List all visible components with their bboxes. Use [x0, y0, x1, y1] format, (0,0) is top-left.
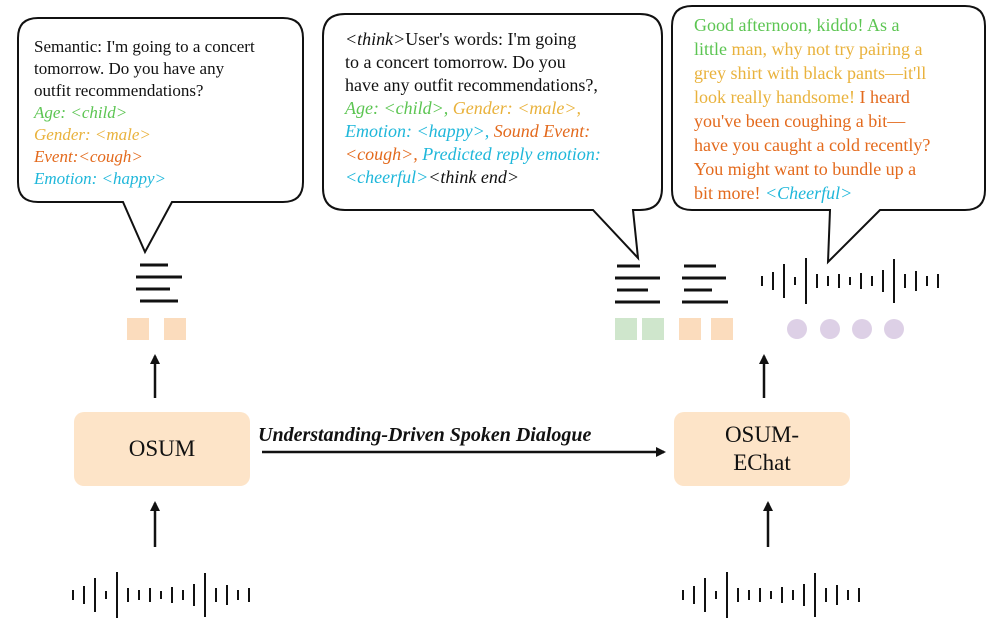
token-square — [615, 318, 637, 340]
osum-echat-label-2: EChat — [733, 450, 791, 475]
bubble-middle-line-3: have any outfit recommendations?, — [345, 75, 598, 95]
speech-bubble-middle — [322, 13, 663, 261]
token-square — [127, 318, 149, 340]
waveform-input-left-icon — [72, 572, 250, 618]
bubble-right-line-1: Good afternoon, kiddo! As a — [694, 15, 900, 35]
speech-bubble-right — [671, 5, 986, 265]
osum-echat-label-1: OSUM- — [724, 422, 800, 447]
predicted-emotion-tag: Predicted reply emotion: — [417, 144, 601, 164]
think-tag: <think> — [345, 29, 406, 49]
token-square — [642, 318, 664, 340]
bubble-middle-line-4: Age: <child>, Gender: <male>, — [345, 97, 581, 119]
heard-phrase: I heard — [854, 87, 910, 107]
sound-event-tag: Sound Event: — [489, 121, 591, 141]
bubble-left-event: Event:<cough> — [34, 147, 143, 166]
text-lines-icon-left — [136, 263, 182, 303]
speech-token-dot — [852, 319, 872, 339]
cheerful-tag: <cheerful> — [345, 167, 429, 187]
think-end-tag: <think end> — [428, 167, 520, 187]
bubble-middle-line-2: to a concert tomorrow. Do you — [345, 52, 566, 72]
token-square — [711, 318, 733, 340]
users-words: User's words: I'm going — [405, 29, 577, 49]
age-tag: Age: <child>, — [345, 98, 449, 118]
speech-token-dot — [820, 319, 840, 339]
osum-box: OSUM — [74, 412, 250, 486]
bubble-right-line-3: grey shirt with black pants—it'll — [694, 63, 927, 83]
gender-tag: Gender: <male>, — [448, 98, 582, 118]
bubble-right-line-8: bit more! <Cheerful> — [694, 182, 852, 204]
bubble-right-line-5: you've been coughing a bit— — [694, 111, 906, 131]
waveform-input-right-icon — [682, 572, 860, 618]
bubble-middle-line-6: <cough>, Predicted reply emotion: — [345, 143, 601, 165]
speech-token-dot — [787, 319, 807, 339]
bubble-left-gender: Gender: <male> — [34, 125, 151, 144]
bubble-middle-line-7: <cheerful><think end> — [345, 166, 519, 188]
cheerful-emotion-tag: <Cheerful> — [760, 183, 853, 203]
bubble-right-line-6: have you caught a cold recently? — [694, 135, 931, 155]
cough-tag: <cough>, — [345, 144, 418, 164]
bubble-right-line-7: You might want to bundle up a — [694, 159, 917, 179]
osum-echat-box: OSUM- EChat — [674, 412, 850, 486]
speech-token-dot — [884, 319, 904, 339]
text-lines-icon-mid-2 — [682, 264, 728, 304]
man-phrase: man, why not try pairing a — [727, 39, 923, 59]
bubble-right-line-2: little man, why not try pairing a — [694, 38, 922, 60]
little-word: little — [694, 39, 727, 59]
bubble-left-emotion: Emotion: <happy> — [34, 169, 167, 188]
bit-more-phrase: bit more! — [694, 183, 761, 203]
token-square — [164, 318, 186, 340]
handsome-phrase: look really handsome! — [694, 87, 855, 107]
osum-label: OSUM — [128, 436, 196, 461]
bubble-left-line-3: outfit recommendations? — [34, 81, 204, 100]
speech-bubble-left — [17, 17, 304, 255]
waveform-output-icon — [761, 258, 939, 304]
bubble-right-line-4: look really handsome! I heard — [694, 86, 910, 108]
text-lines-icon-mid-1 — [615, 264, 660, 304]
bubble-middle-line-5: Emotion: <happy>, Sound Event: — [345, 120, 590, 142]
bubble-left-line-2: tomorrow. Do you have any — [34, 59, 225, 78]
bubble-middle-line-1: <think>User's words: I'm going — [345, 28, 576, 50]
token-square — [679, 318, 701, 340]
bubble-left-line-1: Semantic: I'm going to a concert — [34, 37, 255, 56]
emotion-tag: Emotion: <happy>, — [345, 121, 490, 141]
bubble-left-age: Age: <child> — [34, 103, 128, 122]
arrow-label: Understanding-Driven Spoken Dialogue — [258, 424, 592, 446]
